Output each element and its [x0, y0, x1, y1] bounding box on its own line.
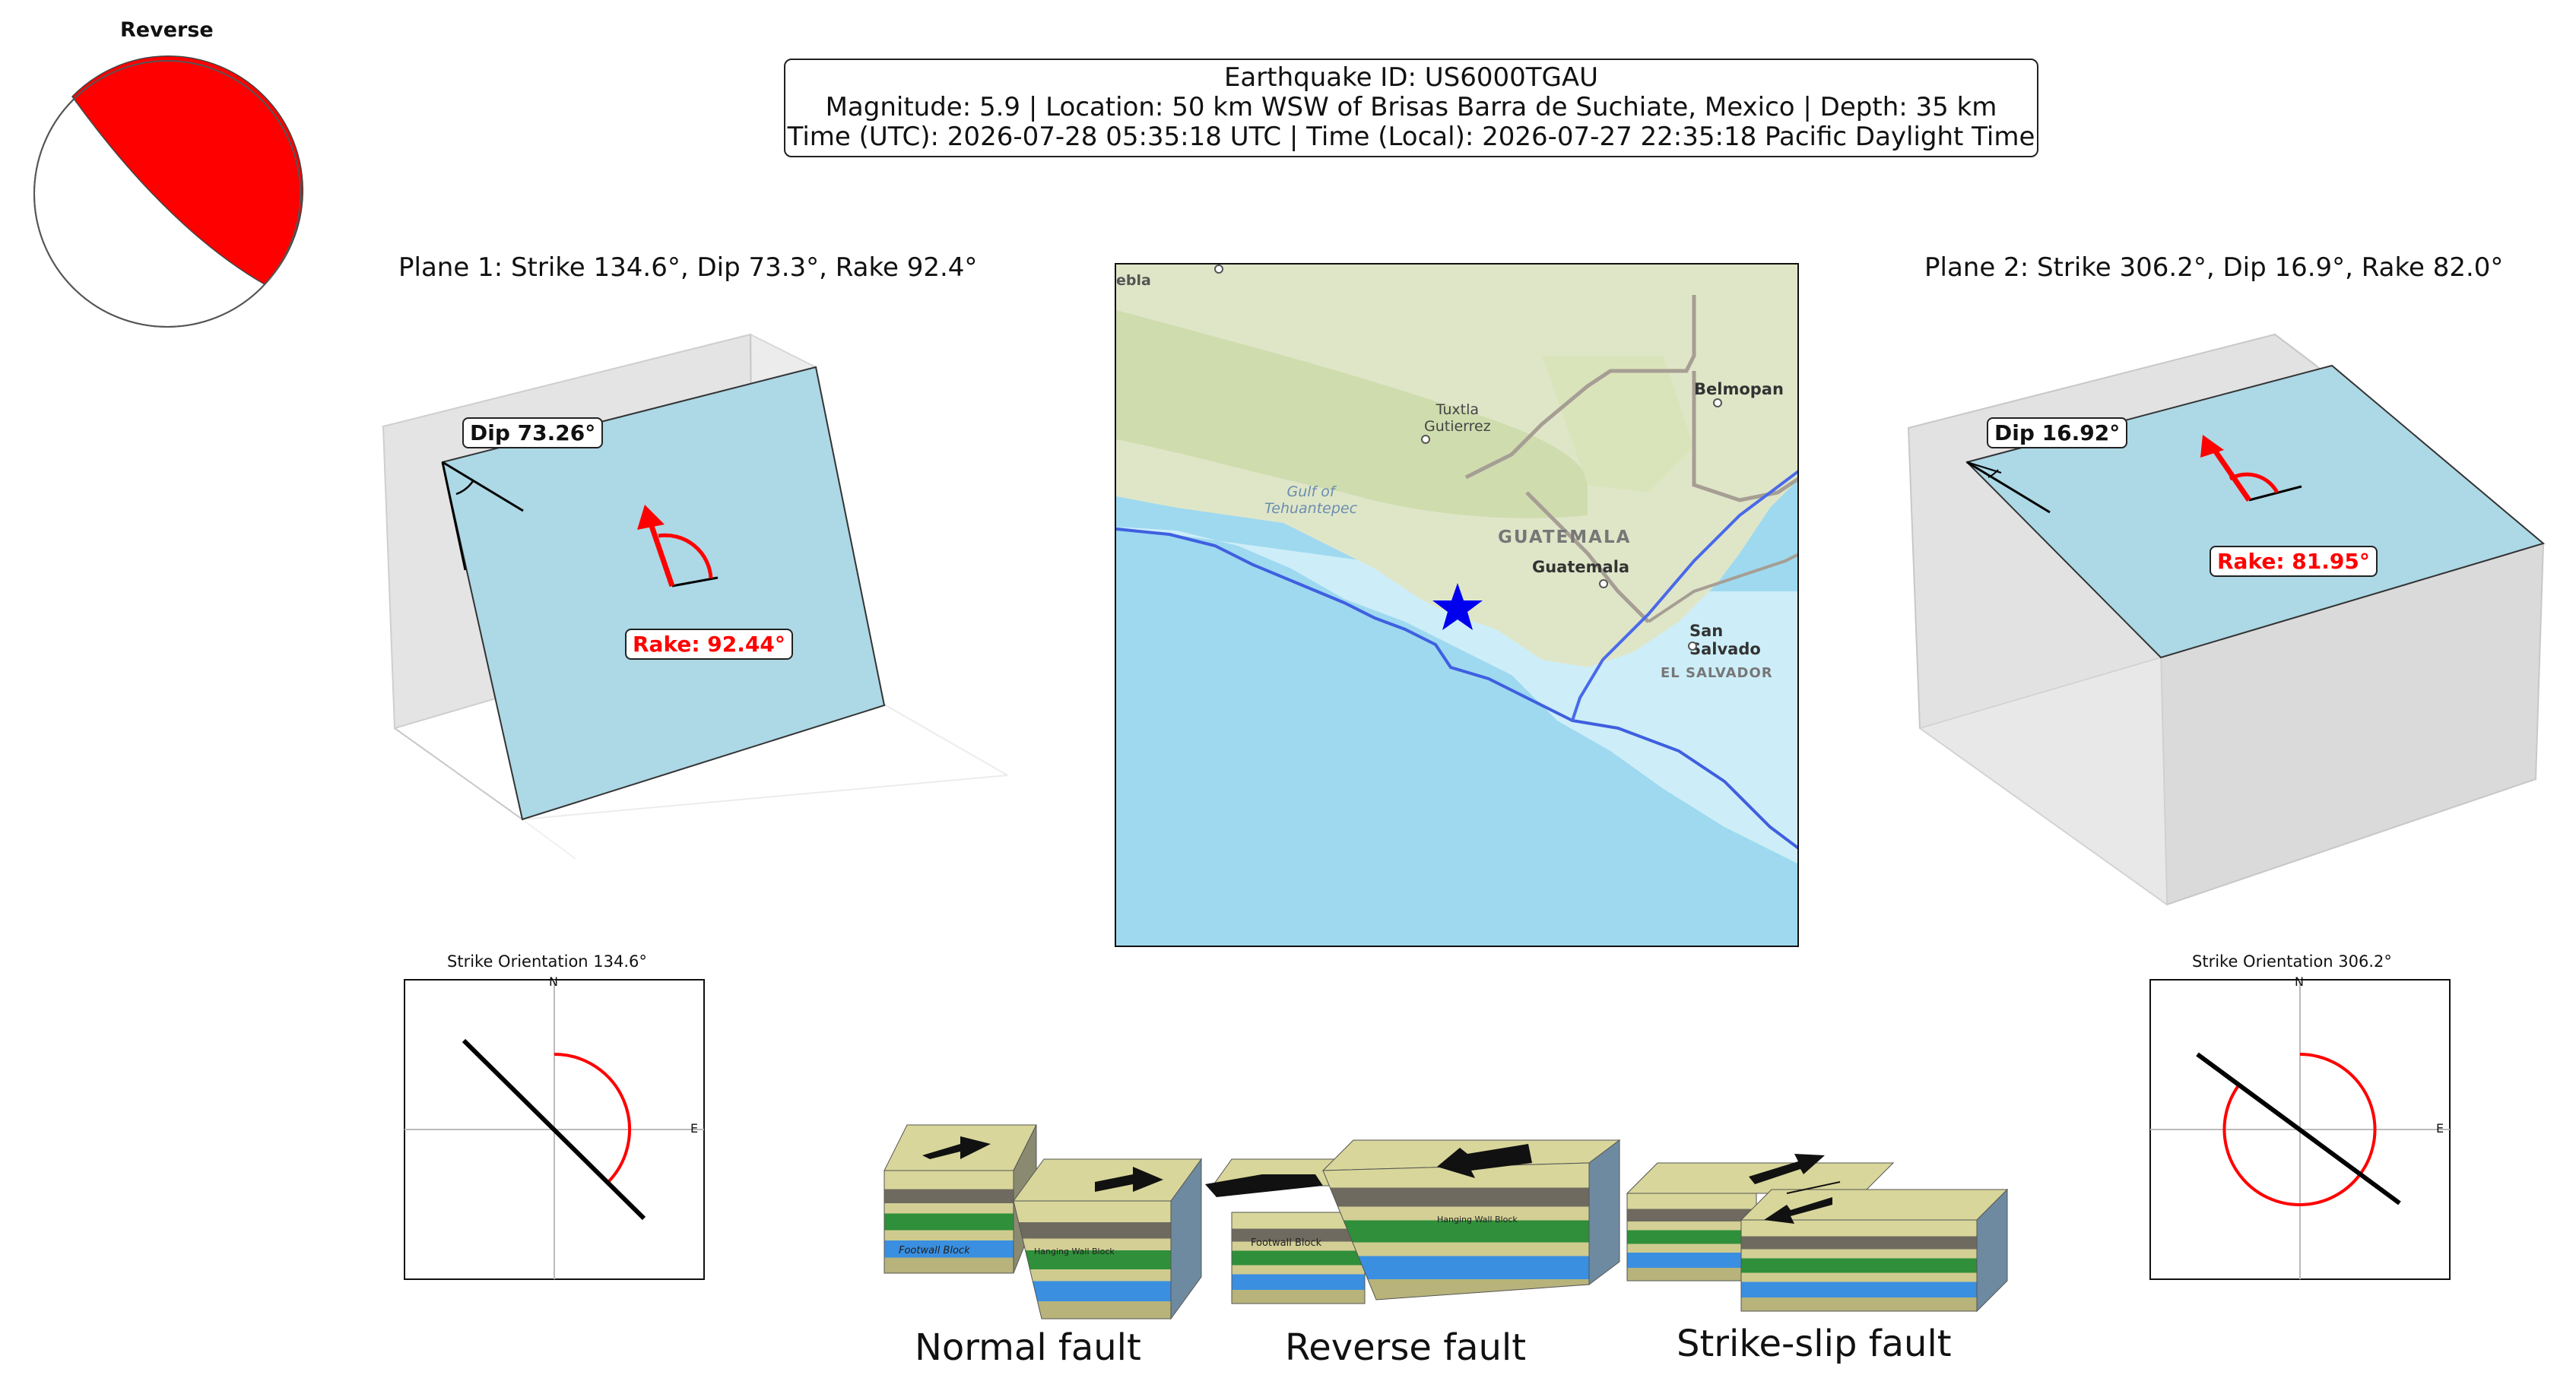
compass2-north-label: N: [2295, 974, 2304, 989]
plane1-title: Plane 1: Strike 134.6°, Dip 73.3°, Rake …: [398, 252, 978, 283]
plane2-rake-arrowhead: [2200, 435, 2224, 458]
strike-slip-fault-label: Strike-slip fault: [1677, 1323, 1952, 1365]
plane2-rake-label: Rake: 81.95°: [2210, 546, 2378, 577]
map-label-guatemala-city: Guatemala: [1532, 558, 1630, 576]
earthquake-time: Time (UTC): 2026-07-28 05:35:18 UTC | Ti…: [787, 122, 2035, 152]
earthquake-info-box: Earthquake ID: US6000TGAU Magnitude: 5.9…: [784, 59, 2038, 157]
epicenter-star-icon: [1432, 583, 1483, 630]
reverse-fault-diagram: [1205, 1139, 1621, 1304]
map-label-belmopan: Belmopan: [1694, 380, 1784, 398]
epicenter-map: ebla Tuxtla Gutierrez Belmopan Gulf of T…: [1115, 263, 1799, 947]
map-trench: [1116, 528, 1797, 850]
plane1-strike-ref: [671, 576, 719, 588]
normal-footwall-label: Footwall Block: [899, 1245, 970, 1256]
beachball: [33, 55, 303, 328]
map-city-markers: [1214, 265, 1722, 651]
normal-fault-diagram: [884, 1124, 1202, 1320]
normal-hanging-wall-label: Hanging Wall Block: [1034, 1247, 1115, 1256]
plane2-dip-label: Dip 16.92°: [1987, 417, 2128, 448]
map-label-tuxtla: Tuxtla Gutierrez: [1424, 401, 1491, 435]
compass1-east-label: E: [690, 1121, 699, 1136]
compass2-title: Strike Orientation 306.2°: [2192, 952, 2392, 971]
strike-slip-fault-diagram: [1626, 1154, 2009, 1313]
map-label-puebla: ebla: [1116, 272, 1151, 289]
compass1-north-label: N: [549, 974, 558, 989]
reverse-hanging-wall-label: Hanging Wall Block: [1437, 1215, 1518, 1225]
compass2: [2149, 979, 2451, 1280]
plane2-title: Plane 2: Strike 306.2°, Dip 16.9°, Rake …: [1924, 252, 2504, 283]
compass1: [404, 979, 705, 1280]
reverse-footwall-label: Footwall Block: [1251, 1237, 1322, 1249]
earthquake-magnitude-location: Magnitude: 5.9 | Location: 50 km WSW of …: [825, 92, 1997, 122]
normal-fault-label: Normal fault: [915, 1326, 1141, 1369]
map-fault-line: [1571, 470, 1797, 721]
plane1-rake-arrowhead: [637, 505, 665, 530]
map-label-el-salvador: EL SALVADOR: [1661, 665, 1773, 681]
earthquake-id: Earthquake ID: US6000TGAU: [1223, 62, 1599, 93]
plane1-rake-label: Rake: 92.44°: [625, 629, 793, 660]
plane1-fault-plane: [441, 366, 886, 821]
map-label-gulf: Gulf of Tehuantepec: [1264, 483, 1358, 517]
beachball-compression: [71, 55, 303, 285]
plane1-dip-label: Dip 73.26°: [462, 417, 604, 448]
compass1-title: Strike Orientation 134.6°: [447, 952, 647, 971]
beachball-title: Reverse: [120, 18, 214, 42]
map-country-border: [1464, 295, 1797, 623]
plane2-strike-ref: [2248, 485, 2302, 502]
reverse-fault-label: Reverse fault: [1285, 1326, 1527, 1369]
map-label-san-salvador: San Salvado: [1689, 622, 1761, 658]
compass2-east-label: E: [2436, 1121, 2444, 1136]
map-label-guatemala-country: GUATEMALA: [1498, 528, 1632, 547]
